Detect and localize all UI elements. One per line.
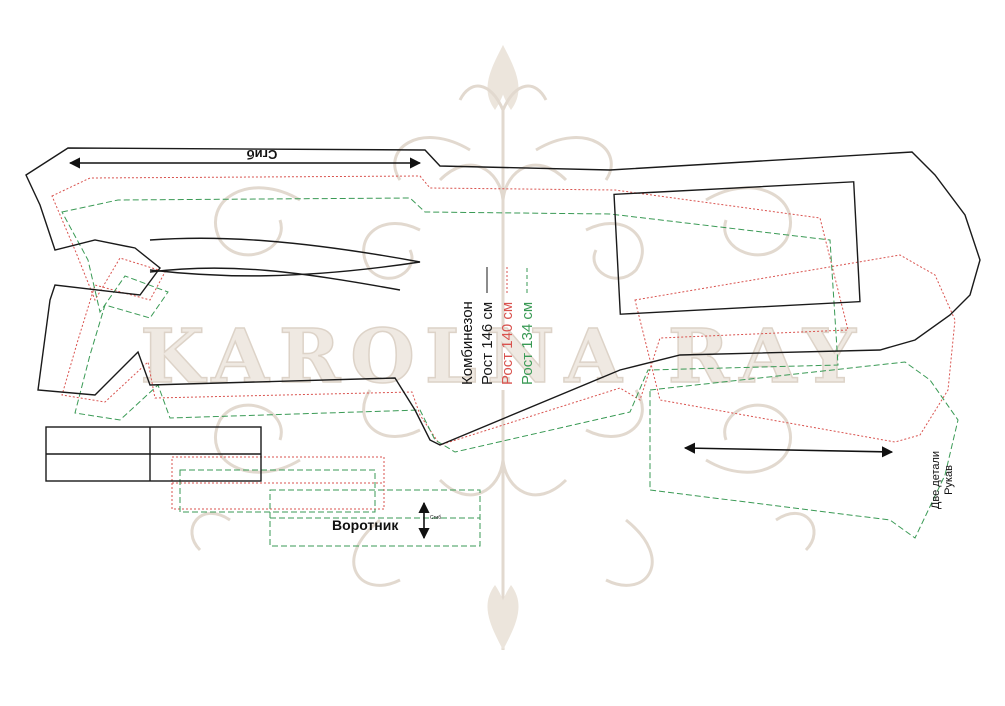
sleeve-labels: Рукав Две детали — [930, 451, 955, 509]
legend-item-134: Рост 134 см — [519, 267, 536, 385]
watermark-brand-text: KAROLNA RAY — [140, 314, 866, 400]
pocket-dart-upper — [149, 237, 421, 277]
legend-item-140: Рост 140 см — [499, 267, 516, 385]
sleeve-title: Рукав — [943, 465, 955, 495]
front-back-green — [61, 197, 839, 453]
sleeve-red — [634, 254, 956, 443]
legend-label-140: Рост 140 см — [499, 302, 516, 385]
pocket-dart-lower — [149, 267, 401, 291]
size-146-pieces — [25, 147, 981, 482]
legend: Комбинезон Рост 146 см Рост 140 см Рост … — [459, 267, 536, 385]
collar-label: Воротник — [332, 517, 399, 533]
front-back-red — [51, 175, 849, 446]
sleeve-note: Две детали — [930, 451, 942, 509]
legend-title: Комбинезон — [459, 301, 476, 385]
legend-label-146: Рост 146 см — [479, 302, 496, 385]
size-134-pieces — [61, 197, 959, 547]
sleeve-green — [649, 361, 959, 539]
sleeve-grain-arrow — [683, 442, 894, 458]
cuff-green — [179, 469, 376, 513]
collar-fold-small-label: Сгиб — [430, 515, 441, 521]
legend-label-134: Рост 134 см — [519, 302, 536, 385]
sleeve-frame — [613, 181, 861, 315]
front-back-piece — [25, 147, 981, 446]
fold-label: Сгиб — [247, 147, 278, 162]
watermark-ornament — [190, 45, 816, 650]
legend-item-146: Рост 146 см — [479, 267, 496, 385]
